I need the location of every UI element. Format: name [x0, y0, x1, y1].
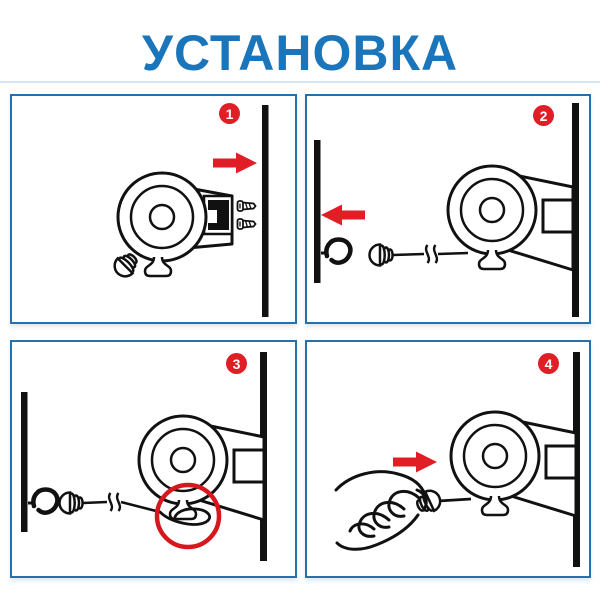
wall-bar-right: [572, 103, 579, 317]
page-title: УСТАНОВКА: [141, 25, 459, 81]
screw-icon: [236, 218, 257, 230]
cord-end-cap: [368, 243, 394, 267]
cord-loop: [158, 507, 211, 526]
step-panel-1: 1: [10, 94, 297, 324]
step-panel-3: 3: [10, 340, 297, 578]
mounted-reel: [446, 164, 575, 272]
step-panel-2: 2: [305, 94, 591, 324]
hand-pulling-cord: [334, 470, 445, 551]
arrow-right-icon: [213, 152, 257, 174]
cord-line: [82, 500, 161, 514]
wall-bar: [262, 105, 269, 317]
step3-illustration: [21, 352, 267, 561]
wall-hook: [321, 240, 350, 263]
cord-line: [437, 497, 472, 503]
step-number-badge: 3: [226, 353, 247, 374]
step4-illustration: [334, 352, 580, 567]
step2-illustration: [314, 103, 579, 317]
step-number-badge: 4: [538, 353, 559, 374]
step-number-badge: 1: [219, 103, 240, 124]
screw-icon: [236, 200, 257, 212]
wall-bar-left: [314, 140, 321, 283]
hand-outline: [334, 470, 428, 551]
step-number-badge: 2: [533, 105, 554, 126]
title-divider-line: [0, 81, 600, 83]
highlight-circle: [154, 482, 222, 550]
wall-bar-left: [21, 392, 28, 532]
step1-illustration: [109, 105, 269, 317]
cord-line: [392, 251, 469, 257]
arrow-right-icon: [393, 451, 437, 473]
cord-break-mark: [424, 243, 439, 265]
cord-break-mark: [107, 491, 122, 513]
step-panel-4: 4: [305, 340, 591, 578]
arrow-left-icon: [321, 204, 365, 226]
hand-silhouette: [336, 471, 426, 550]
cord-end-cap: [58, 491, 84, 515]
wall-hook: [28, 490, 57, 513]
